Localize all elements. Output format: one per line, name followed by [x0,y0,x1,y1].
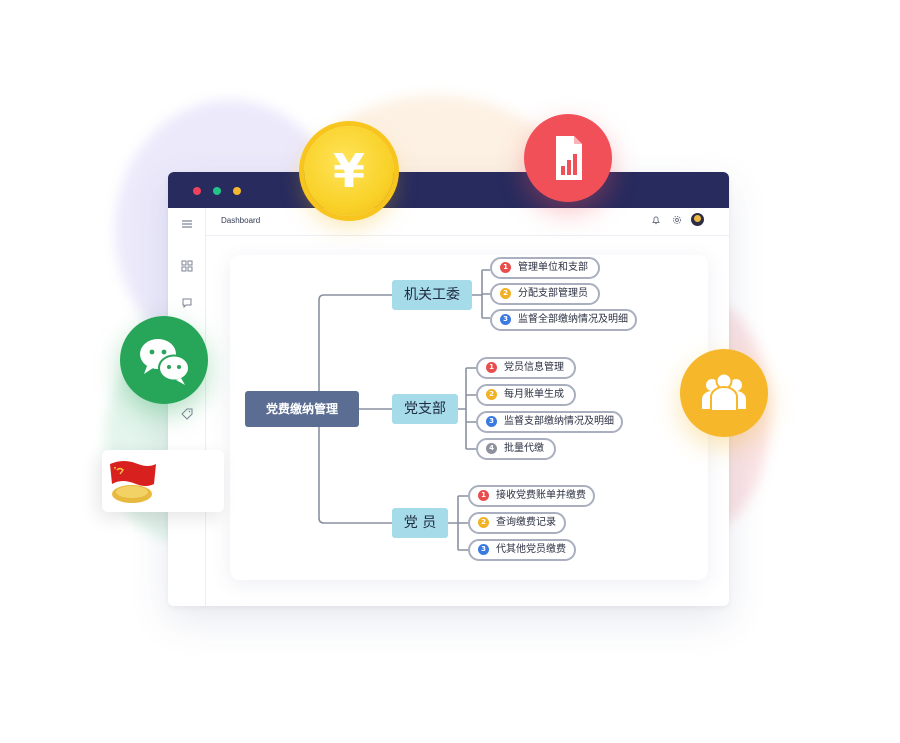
leaf-label: 批量代缴 [504,443,544,454]
tag-icon[interactable] [180,408,194,422]
window-maximize-dot[interactable] [213,187,221,195]
leaf-node[interactable]: 4 批量代缴 [476,438,556,460]
apps-grid-icon[interactable] [180,260,194,274]
leaf-label: 监督支部缴纳情况及明细 [504,416,614,427]
window-titlebar [168,172,729,208]
notification-bell-icon[interactable] [650,215,662,227]
top-bar: Dashboard [206,208,729,236]
leaf-node[interactable]: 2 查询缴费记录 [468,512,566,534]
number-badge: 2 [486,389,497,400]
leaf-label: 党员信息管理 [504,362,564,373]
number-badge: 1 [500,262,511,273]
leaf-label: 管理单位和支部 [518,262,588,273]
leaf-label: 分配支部管理员 [518,288,588,299]
chat-icon[interactable] [180,297,194,311]
user-avatar[interactable] [691,213,704,226]
number-badge: 3 [478,544,489,555]
party-badge-icon [110,461,156,503]
settings-gear-icon[interactable] [671,215,683,227]
number-badge: 1 [486,362,497,373]
number-badge: 1 [478,490,489,501]
menu-icon[interactable] [180,218,194,232]
leaf-label: 每月账单生成 [504,389,564,400]
document-chart-icon [524,114,612,202]
leaf-node[interactable]: 3 监督全部缴纳情况及明细 [490,309,637,331]
number-badge: 3 [500,314,511,325]
leaf-node[interactable]: 3 代其他党员缴费 [468,539,576,561]
mindmap-root-node[interactable]: 党费缴纳管理 [245,391,359,427]
window-close-dot[interactable] [193,187,201,195]
leaf-label: 接收党费账单并缴费 [496,490,586,501]
leaf-label: 监督全部缴纳情况及明细 [518,314,628,325]
leaf-node[interactable]: 1 党员信息管理 [476,357,576,379]
branch-node-jiguan[interactable]: 机关工委 [392,280,472,310]
leaf-node[interactable]: 1 管理单位和支部 [490,257,600,279]
leaf-node[interactable]: 2 分配支部管理员 [490,283,600,305]
wechat-icon [120,316,208,404]
branch-node-dangzhibu[interactable]: 党支部 [392,394,458,424]
leaf-label: 查询缴费记录 [496,517,556,528]
people-group-icon [680,349,768,437]
branch-node-dangyuan[interactable]: 党 员 [392,508,448,538]
number-badge: 3 [486,416,497,427]
number-badge: 2 [500,288,511,299]
number-badge: 4 [486,443,497,454]
party-badge-card [102,450,224,512]
number-badge: 2 [478,517,489,528]
leaf-node[interactable]: 3 监督支部缴纳情况及明细 [476,411,623,433]
yen-coin-icon: ¥ [304,126,394,216]
leaf-node[interactable]: 1 接收党费账单并缴费 [468,485,595,507]
window-minimize-dot[interactable] [233,187,241,195]
page-title: Dashboard [221,216,261,225]
leaf-label: 代其他党员缴费 [496,544,566,555]
leaf-node[interactable]: 2 每月账单生成 [476,384,576,406]
sidebar [168,208,206,606]
